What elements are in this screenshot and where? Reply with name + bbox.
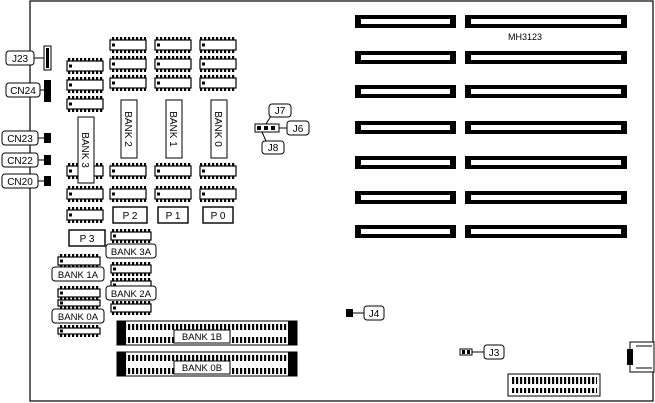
bank0b-socket: BANK 0B [116, 351, 298, 377]
bank0a-label: BANK 0A [51, 308, 105, 324]
jumper-j6: J6 [286, 120, 310, 136]
dip-chip [66, 58, 104, 74]
expansion-slot [465, 191, 627, 204]
parity-p1: P 1 [157, 206, 189, 224]
bank0-label: BANK 0 [210, 99, 228, 159]
dip-chip [199, 186, 237, 202]
connector-j23: J23 [5, 45, 52, 71]
keyboard-connector [627, 341, 655, 373]
memory-chips [57, 37, 237, 337]
dip-chip [199, 37, 237, 53]
dip-chip [110, 301, 152, 315]
svg-text:BANK 2: BANK 2 [122, 111, 133, 147]
dip-chip [57, 297, 101, 309]
expansion-slots [355, 15, 627, 238]
svg-text:BANK 0: BANK 0 [212, 111, 223, 147]
svg-text:J6: J6 [293, 124, 304, 135]
svg-text:P 0: P 0 [211, 211, 226, 222]
svg-text:J23: J23 [12, 54, 29, 65]
connector-cn24: CN24 [5, 80, 51, 102]
connector-cn20: CN20 [1, 173, 51, 189]
expansion-slot [355, 121, 456, 134]
svg-text:J8: J8 [268, 143, 279, 154]
dip-chip [199, 75, 237, 91]
dip-chip [109, 163, 147, 179]
dip-chip [154, 75, 192, 91]
bank1a-label: BANK 1A [51, 266, 105, 282]
expansion-slot [355, 51, 456, 64]
dip-chip [66, 207, 104, 223]
expansion-slot [355, 191, 456, 204]
svg-text:BANK 1B: BANK 1B [182, 332, 222, 343]
svg-text:BANK 0A: BANK 0A [58, 312, 99, 323]
dip-chip [57, 254, 101, 268]
svg-text:P 2: P 2 [123, 211, 138, 222]
expansion-slot [355, 225, 456, 238]
parity-p0: P 0 [202, 206, 234, 224]
bank2a-label: BANK 2A [105, 285, 157, 301]
svg-text:BANK 0B: BANK 0B [182, 363, 222, 374]
bank2-label: BANK 2 [120, 99, 138, 159]
parity-p2: P 2 [112, 206, 148, 224]
expansion-slot [355, 15, 456, 28]
expansion-slot [465, 51, 627, 64]
jumper-j3: J3 [459, 344, 505, 360]
dip-chip [66, 186, 104, 202]
svg-text:J4: J4 [369, 309, 380, 320]
svg-text:CN23: CN23 [7, 134, 33, 145]
connector-cn22: CN22 [1, 152, 51, 168]
expansion-slot [355, 85, 456, 98]
dip-chip [110, 229, 152, 243]
svg-text:CN20: CN20 [7, 177, 33, 188]
bank3-label: BANK 3 [77, 116, 95, 184]
dip-chip [109, 186, 147, 202]
jumper-j7: J7 [268, 103, 292, 118]
expansion-slot [465, 85, 627, 98]
svg-text:BANK 3A: BANK 3A [111, 247, 152, 258]
expansion-slot [355, 156, 456, 169]
bank1-label: BANK 1 [165, 99, 183, 159]
expansion-slot [465, 156, 627, 169]
bank1b-socket: BANK 1B [116, 320, 298, 346]
dip-chip [154, 186, 192, 202]
jumper-j8: J8 [261, 140, 285, 155]
power-connector [507, 373, 601, 397]
board-outline [29, 0, 654, 402]
dip-chip [110, 262, 152, 276]
dip-chip [199, 56, 237, 72]
board-model-label: MH3123 [508, 32, 542, 42]
svg-text:P 1: P 1 [166, 211, 181, 222]
dip-chip [199, 163, 237, 179]
svg-text:BANK 3: BANK 3 [79, 132, 90, 168]
expansion-slot [465, 225, 627, 238]
dip-chip [109, 75, 147, 91]
jumper-j4: J4 [346, 305, 385, 321]
svg-text:BANK 1A: BANK 1A [58, 270, 99, 281]
dip-chip [109, 37, 147, 53]
svg-text:BANK 2A: BANK 2A [111, 289, 152, 300]
expansion-slot [465, 15, 627, 28]
svg-text:P 3: P 3 [80, 234, 95, 245]
dip-chip [57, 325, 101, 337]
svg-text:CN24: CN24 [10, 86, 36, 97]
expansion-slot [465, 121, 627, 134]
svg-text:BANK 1: BANK 1 [167, 111, 178, 147]
dip-chip [66, 77, 104, 93]
dip-chip [109, 56, 147, 72]
dip-chip [154, 37, 192, 53]
connector-cn23: CN23 [1, 130, 51, 146]
dip-chip [154, 163, 192, 179]
svg-text:CN22: CN22 [7, 156, 33, 167]
svg-text:J7: J7 [275, 106, 286, 117]
jumper-block-j6-j7-j8 [254, 115, 287, 142]
svg-text:J3: J3 [489, 348, 500, 359]
bank3a-label: BANK 3A [105, 243, 157, 259]
dip-chip [66, 96, 104, 112]
dip-chip [154, 56, 192, 72]
parity-p3: P 3 [68, 229, 106, 247]
